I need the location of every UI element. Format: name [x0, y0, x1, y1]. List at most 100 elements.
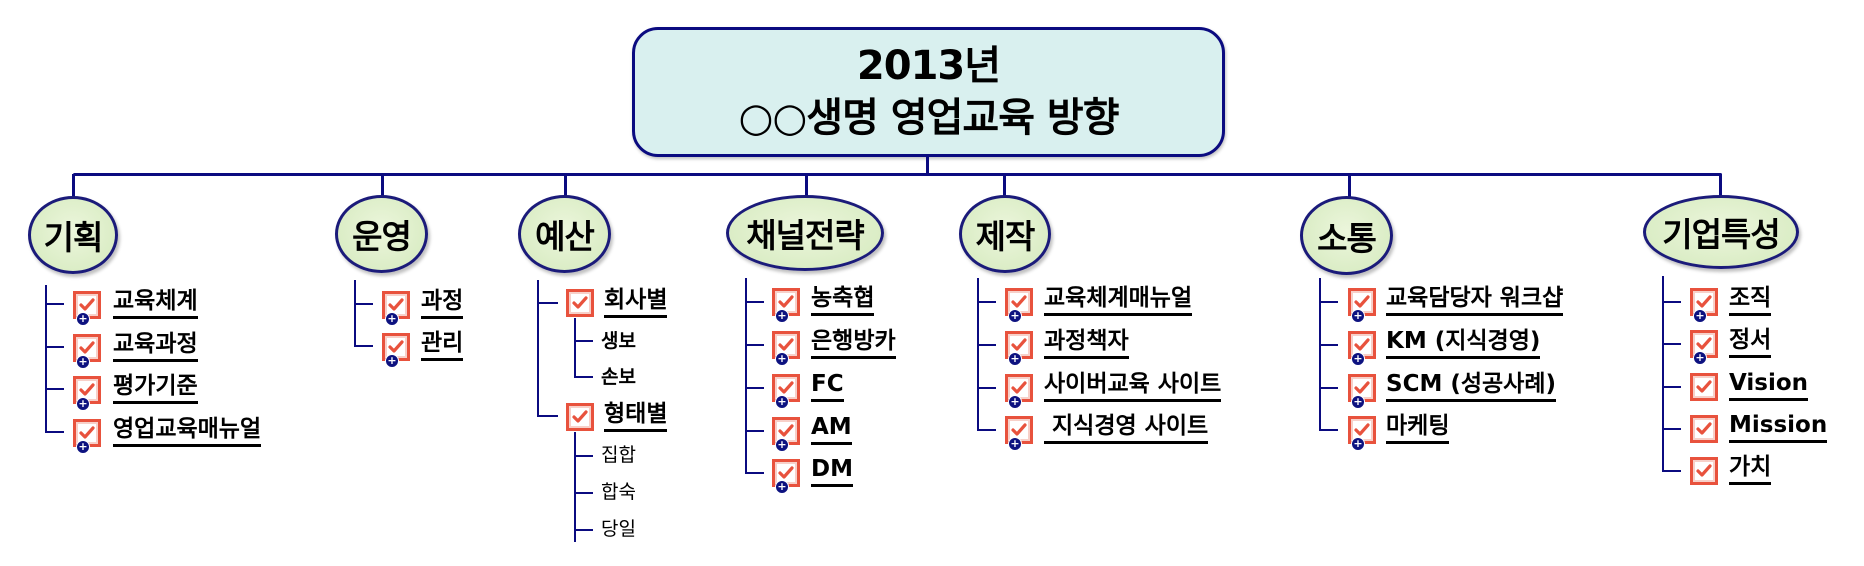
plus-circle-icon[interactable]: +: [775, 480, 789, 494]
branch-node-budget[interactable]: 예산: [518, 195, 611, 273]
tree-branch-line: [745, 387, 764, 389]
checkbox-checked-icon[interactable]: [566, 403, 594, 431]
list-item[interactable]: 농축협: [811, 284, 875, 316]
list-item[interactable]: 사이버교육 사이트: [1044, 370, 1222, 402]
list-item[interactable]: 과정책자: [1044, 327, 1129, 359]
tree-branch-line: [745, 472, 764, 474]
branch-node-channel-strategy[interactable]: 채널전략: [726, 195, 884, 271]
plus-circle-icon[interactable]: +: [775, 395, 789, 409]
plus-circle-icon[interactable]: +: [1008, 395, 1022, 409]
plus-circle-icon[interactable]: +: [775, 438, 789, 452]
list-item[interactable]: 지식경영 사이트: [1044, 412, 1209, 444]
tree-line: [354, 280, 356, 346]
list-item[interactable]: AM: [811, 413, 852, 445]
plus-circle-icon[interactable]: +: [1351, 437, 1365, 451]
plus-circle-icon[interactable]: +: [1008, 352, 1022, 366]
plus-circle-icon[interactable]: +: [76, 397, 90, 411]
checkbox-checked-icon[interactable]: [1690, 373, 1718, 401]
tree-branch-line: [1662, 301, 1681, 303]
sub-tree-line: [574, 432, 576, 542]
tree-branch-line: [354, 303, 373, 305]
list-item[interactable]: 관리: [421, 329, 464, 361]
list-item[interactable]: 영업교육매뉴얼: [113, 415, 262, 447]
checkbox-checked-icon[interactable]: [1690, 457, 1718, 485]
plus-circle-icon[interactable]: +: [1693, 309, 1707, 323]
plus-circle-icon[interactable]: +: [76, 440, 90, 454]
checkbox-checked-icon[interactable]: [566, 289, 594, 317]
tree-branch-line: [1319, 429, 1338, 431]
plus-circle-icon[interactable]: +: [76, 312, 90, 326]
tree-branch-line: [574, 492, 593, 494]
checkbox-checked-icon[interactable]: [1690, 415, 1718, 443]
tree-branch-line: [574, 455, 593, 457]
list-item[interactable]: 가치: [1729, 453, 1772, 485]
plus-circle-icon[interactable]: +: [1008, 309, 1022, 323]
branch-node-communication[interactable]: 소통: [1300, 196, 1393, 275]
tree-branch-line: [1662, 428, 1681, 430]
branch-stem-7: [1719, 174, 1722, 196]
plus-circle-icon[interactable]: +: [1008, 437, 1022, 451]
tree-branch-line: [45, 388, 64, 390]
plus-circle-icon[interactable]: +: [385, 354, 399, 368]
sub-item[interactable]: 당일: [601, 518, 636, 540]
sub-item[interactable]: 손보: [601, 366, 636, 388]
branch-node-planning[interactable]: 기획: [28, 196, 118, 274]
tree-branch-line: [745, 430, 764, 432]
plus-circle-icon[interactable]: +: [775, 352, 789, 366]
list-item[interactable]: Mission: [1729, 411, 1828, 443]
tree-branch-line: [537, 302, 558, 304]
plus-circle-icon[interactable]: +: [1351, 352, 1365, 366]
list-item[interactable]: 교육과정: [113, 330, 198, 362]
list-item[interactable]: 정서: [1729, 326, 1772, 358]
list-item[interactable]: 형태별: [604, 400, 668, 432]
tree-branch-line: [977, 344, 996, 346]
branch-label: 운영: [352, 217, 412, 256]
root-node[interactable]: 2013년 ○○생명 영업교육 방향: [632, 27, 1225, 157]
list-item[interactable]: DM: [811, 455, 853, 487]
list-item[interactable]: 은행방카: [811, 327, 896, 359]
list-item[interactable]: Vision: [1729, 369, 1809, 401]
list-item[interactable]: 평가기준: [113, 372, 198, 404]
list-item[interactable]: 교육담당자 워크샵: [1386, 284, 1564, 316]
list-item[interactable]: SCM (성공사례): [1386, 370, 1557, 402]
list-item[interactable]: 마케팅: [1386, 412, 1450, 444]
tree-branch-line: [354, 345, 373, 347]
root-title-main: ○○생명 영업교육 방향: [738, 95, 1119, 141]
sub-item[interactable]: 합숙: [601, 481, 636, 503]
plus-circle-icon[interactable]: +: [1693, 351, 1707, 365]
tree-line: [1319, 278, 1321, 431]
list-item[interactable]: KM (지식경영): [1386, 327, 1541, 359]
plus-circle-icon[interactable]: +: [1351, 309, 1365, 323]
branch-label: 소통: [1317, 218, 1377, 258]
list-item[interactable]: 교육체계매뉴얼: [1044, 284, 1193, 316]
branch-node-production[interactable]: 제작: [959, 195, 1051, 273]
tree-branch-line: [574, 376, 593, 378]
tree-line: [745, 278, 747, 474]
sub-item[interactable]: 생보: [601, 330, 636, 352]
branch-stem-6: [1348, 174, 1351, 198]
branch-stem-2: [381, 174, 384, 196]
plus-circle-icon[interactable]: +: [385, 312, 399, 326]
list-item[interactable]: 조직: [1729, 284, 1772, 316]
tree-branch-line: [1319, 344, 1338, 346]
tree-branch-line: [574, 529, 593, 531]
tree-branch-line: [1662, 470, 1681, 472]
list-item[interactable]: FC: [811, 370, 844, 402]
tree-branch-line: [45, 303, 64, 305]
list-item[interactable]: 회사별: [604, 286, 668, 318]
plus-circle-icon[interactable]: +: [76, 355, 90, 369]
tree-branch-line: [977, 301, 996, 303]
tree-branch-line: [537, 415, 558, 417]
branch-node-corporate-traits[interactable]: 기업특성: [1643, 195, 1799, 269]
plus-circle-icon[interactable]: +: [775, 309, 789, 323]
list-item[interactable]: 교육체계: [113, 287, 198, 319]
plus-circle-icon[interactable]: +: [1351, 395, 1365, 409]
tree-branch-line: [574, 340, 593, 342]
sub-item[interactable]: 집합: [601, 444, 636, 466]
main-horizontal-connector: [73, 173, 1722, 176]
tree-branch-line: [1662, 343, 1681, 345]
list-item[interactable]: 과정: [421, 287, 464, 319]
branch-node-operation[interactable]: 운영: [335, 195, 428, 273]
sub-tree-line: [574, 318, 576, 376]
branch-label: 제작: [975, 217, 1036, 256]
